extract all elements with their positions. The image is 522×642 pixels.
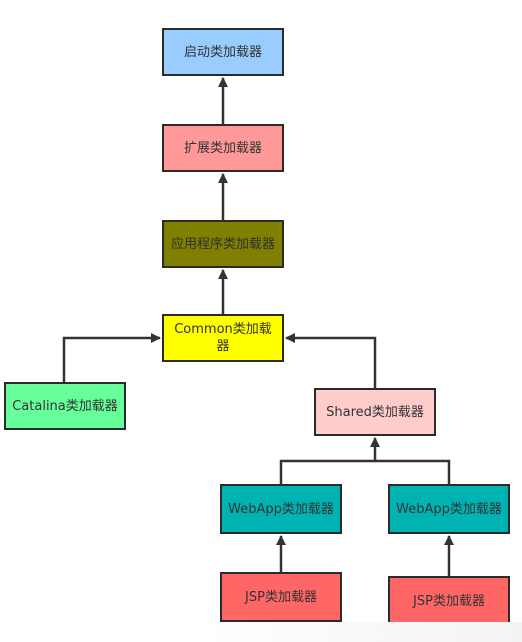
- edge-catalina-to-common: [62, 333, 161, 382]
- node-jsp-class-loader-2: JSP类加载器: [388, 576, 510, 626]
- node-label: JSP类加载器: [413, 593, 485, 609]
- node-label: 应用程序类加载器: [170, 236, 275, 252]
- edge-shared-to-common: [285, 333, 377, 388]
- node-bootstrap-class-loader: 启动类加载器: [162, 28, 284, 76]
- edge-webapp2-to-shared: [375, 459, 451, 484]
- node-webapp-class-loader-1: WebApp类加载器: [220, 484, 342, 534]
- node-catalina-class-loader: Catalina类加载器: [4, 382, 126, 430]
- node-label: Catalina类加载器: [12, 398, 118, 414]
- node-webapp-class-loader-2: WebApp类加载器: [388, 484, 510, 534]
- node-jsp-class-loader-1: JSP类加载器: [220, 572, 342, 622]
- node-label: 扩展类加载器: [183, 140, 262, 156]
- node-application-class-loader: 应用程序类加载器: [162, 220, 284, 268]
- node-extension-class-loader: 扩展类加载器: [162, 124, 284, 172]
- node-label: 启动类加载器: [183, 44, 262, 60]
- node-label: Common类加载器: [174, 322, 272, 354]
- node-label: Shared类加载器: [326, 404, 424, 420]
- node-shared-class-loader: Shared类加载器: [314, 388, 436, 436]
- edge-webapp1-to-shared: [279, 459, 375, 484]
- node-common-class-loader: Common类加载器: [162, 314, 284, 362]
- node-label: WebApp类加载器: [228, 501, 334, 517]
- node-label: JSP类加载器: [245, 589, 317, 605]
- node-label: WebApp类加载器: [396, 501, 502, 517]
- bottom-band: [0, 622, 522, 642]
